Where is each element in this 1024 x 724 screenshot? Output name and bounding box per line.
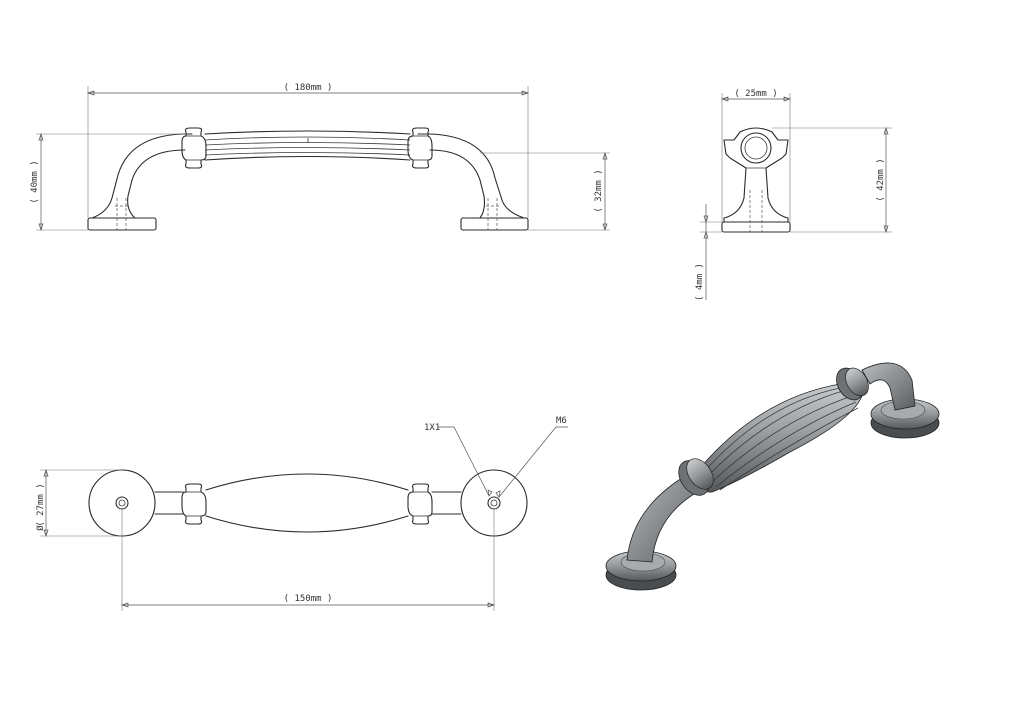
diameter-symbol: Ø — [35, 525, 46, 531]
top-view-dimensions: ( 27mm ) Ø ( 150mm ) 1X1 M6 — [35, 416, 568, 611]
side-view — [721, 127, 791, 233]
thread-pitch-callout: 1X1 — [424, 423, 440, 433]
inner-height-label: ( 32mm ) — [594, 169, 604, 212]
base-width-label: ( 25mm ) — [734, 89, 777, 99]
base-thickness-label: ( 4mm ) — [695, 263, 705, 301]
overall-height-label: ( 40mm ) — [30, 160, 40, 203]
front-view — [87, 127, 529, 231]
base-diameter-label: ( 27mm ) — [36, 483, 46, 526]
handle-3d-render — [605, 362, 940, 591]
top-view — [88, 469, 528, 537]
hole-spacing-label: ( 150mm ) — [284, 594, 333, 604]
side-view-dimensions: ( 25mm ) ( 42mm ) ( 4mm ) — [695, 89, 892, 301]
side-height-label: ( 42mm ) — [876, 158, 886, 201]
overall-length-label: ( 180mm ) — [284, 83, 333, 93]
front-view-dimensions: ( 180mm ) ( 40mm ) ( 32mm ) — [30, 83, 610, 232]
screw-size-callout: M6 — [556, 416, 567, 426]
